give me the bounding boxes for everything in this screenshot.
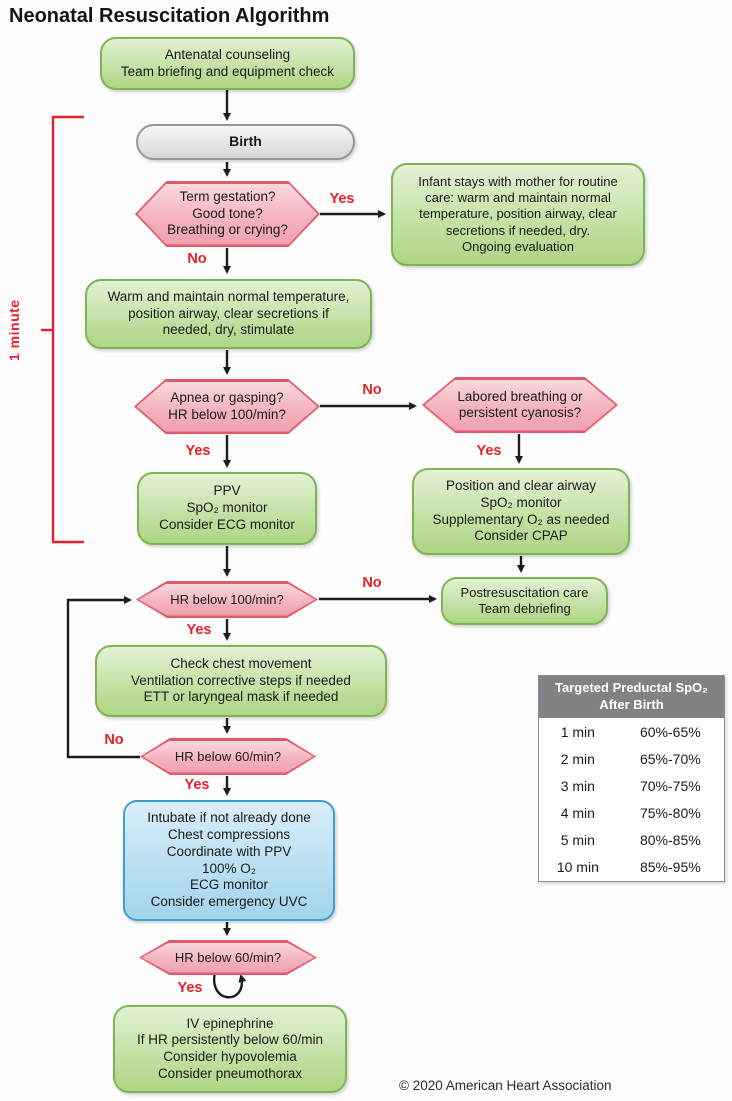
spo2-table-row: 3 min 70%-75%: [539, 772, 724, 799]
label-yes-labored: Yes: [476, 443, 502, 459]
label-yes-apnea: Yes: [185, 443, 211, 459]
decision-apnea-gasping: Apnea or gasping? HR below 100/min?: [134, 379, 320, 434]
spo2-time: 3 min: [560, 777, 595, 794]
spo2-range: 60%-65%: [639, 723, 701, 740]
arrow-hr60-repeat-loop: [212, 971, 247, 999]
spo2-time: 5 min: [560, 831, 595, 848]
label-yes-hr60: Yes: [184, 777, 210, 793]
copyright-text: © 2020 American Heart Association: [399, 1078, 612, 1093]
node-position-airway: Position and clear airway SpO₂ monitor S…: [412, 468, 630, 555]
spo2-table-row: 4 min 75%-80%: [539, 799, 724, 826]
label-no-hr100: No: [362, 575, 382, 591]
spo2-table-header: Targeted Preductal SpO₂ After Birth: [539, 676, 724, 718]
label-yes-hr60-repeat: Yes: [177, 980, 203, 996]
label-no-apnea: No: [362, 382, 382, 398]
spo2-range: 70%-75%: [639, 777, 701, 794]
decision-hr-below-100: HR below 100/min?: [136, 581, 318, 618]
spo2-time: 10 min: [556, 859, 599, 876]
spo2-table: Targeted Preductal SpO₂ After Birth 1 mi…: [538, 675, 725, 882]
label-yes-term: Yes: [329, 191, 355, 207]
spo2-range: 85%-95%: [639, 859, 701, 876]
arrow-hr60-no-loop-to-hr100: [66, 596, 140, 759]
label-no-term: No: [187, 251, 207, 267]
spo2-time: 4 min: [560, 804, 595, 821]
node-chest-compressions: Intubate if not already done Chest compr…: [123, 800, 335, 921]
node-routine-care: Infant stays with mother for routine car…: [391, 163, 645, 266]
spo2-table-row: 10 min 85%-95%: [539, 853, 724, 880]
spo2-time: 2 min: [560, 750, 595, 767]
decision-term-gestation: Term gestation? Good tone? Breathing or …: [135, 181, 320, 247]
spo2-range: 65%-70%: [639, 750, 701, 767]
node-warm-stimulate: Warm and maintain normal temperature, po…: [85, 279, 372, 349]
spo2-table-row: 1 min 60%-65%: [539, 718, 724, 745]
node-ppv: PPV SpO₂ monitor Consider ECG monitor: [137, 472, 317, 545]
spo2-range: 75%-80%: [639, 804, 701, 821]
node-check-chest-movement: Check chest movement Ventilation correct…: [95, 645, 387, 717]
node-postresuscitation: Postresuscitation care Team debriefing: [441, 577, 608, 625]
label-yes-hr100: Yes: [186, 622, 212, 638]
label-no-hr60: No: [104, 732, 124, 748]
decision-labored-breathing: Labored breathing or persistent cyanosis…: [422, 377, 618, 433]
spo2-table-row: 2 min 65%-70%: [539, 745, 724, 772]
spo2-range: 80%-85%: [639, 831, 701, 848]
decision-hr-below-60-repeat: HR below 60/min?: [139, 940, 317, 975]
page-title: Neonatal Resuscitation Algorithm: [9, 5, 330, 27]
decision-hr-below-60: HR below 60/min?: [140, 738, 316, 775]
node-antenatal-counseling: Antenatal counseling Team briefing and e…: [100, 37, 355, 90]
timeline-bracket: [51, 115, 84, 544]
node-birth: Birth: [136, 124, 355, 160]
timeline-1-minute-label: 1 minute: [6, 299, 22, 361]
node-iv-epinephrine: IV epinephrine If HR persistently below …: [113, 1005, 347, 1093]
spo2-table-row: 5 min 80%-85%: [539, 826, 724, 853]
spo2-time: 1 min: [560, 723, 595, 740]
